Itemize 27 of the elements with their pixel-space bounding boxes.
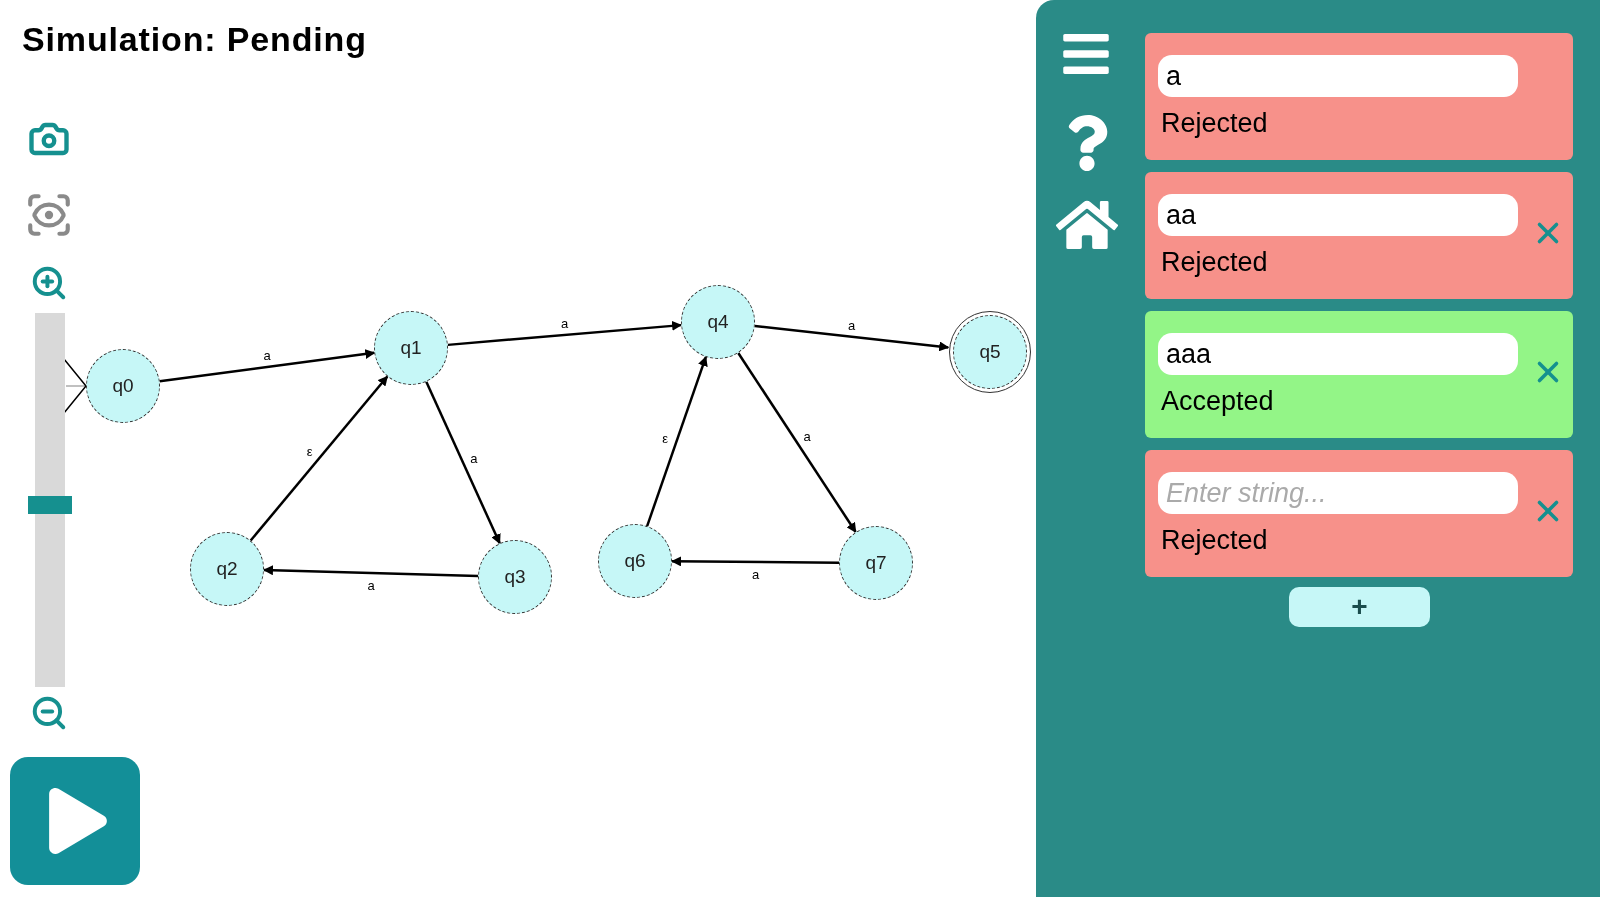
input-field: a [1158,55,1518,97]
state-name: q5 [979,339,1001,364]
state-name: q2 [216,556,238,581]
transition-arrow [754,324,950,352]
result-text: Rejected [1161,524,1268,557]
transition-arrow [263,565,479,578]
transition-arrow [159,349,376,383]
state-name: q6 [624,548,646,573]
input-field: Enter string... [1158,472,1518,514]
transition-arrow [737,352,857,533]
state-name: q7 [865,550,887,575]
result-text: Accepted [1161,385,1274,418]
result-text: Rejected [1161,246,1268,279]
state-name: q0 [112,373,134,398]
state-name: q4 [707,309,729,334]
transition-arrow [671,556,839,567]
input-field: aaa [1158,333,1518,375]
input-field: aa [1158,194,1518,236]
transition-arrow [645,356,708,527]
result-text: Rejected [1161,107,1268,140]
transition-arrow [425,381,501,545]
state-name: q1 [400,335,422,360]
transition-arrow [249,375,389,542]
state-name: q3 [504,564,526,589]
add-button: + [1289,587,1430,627]
title: Simulation: Pending [22,19,367,60]
transition-arrow [447,320,683,347]
